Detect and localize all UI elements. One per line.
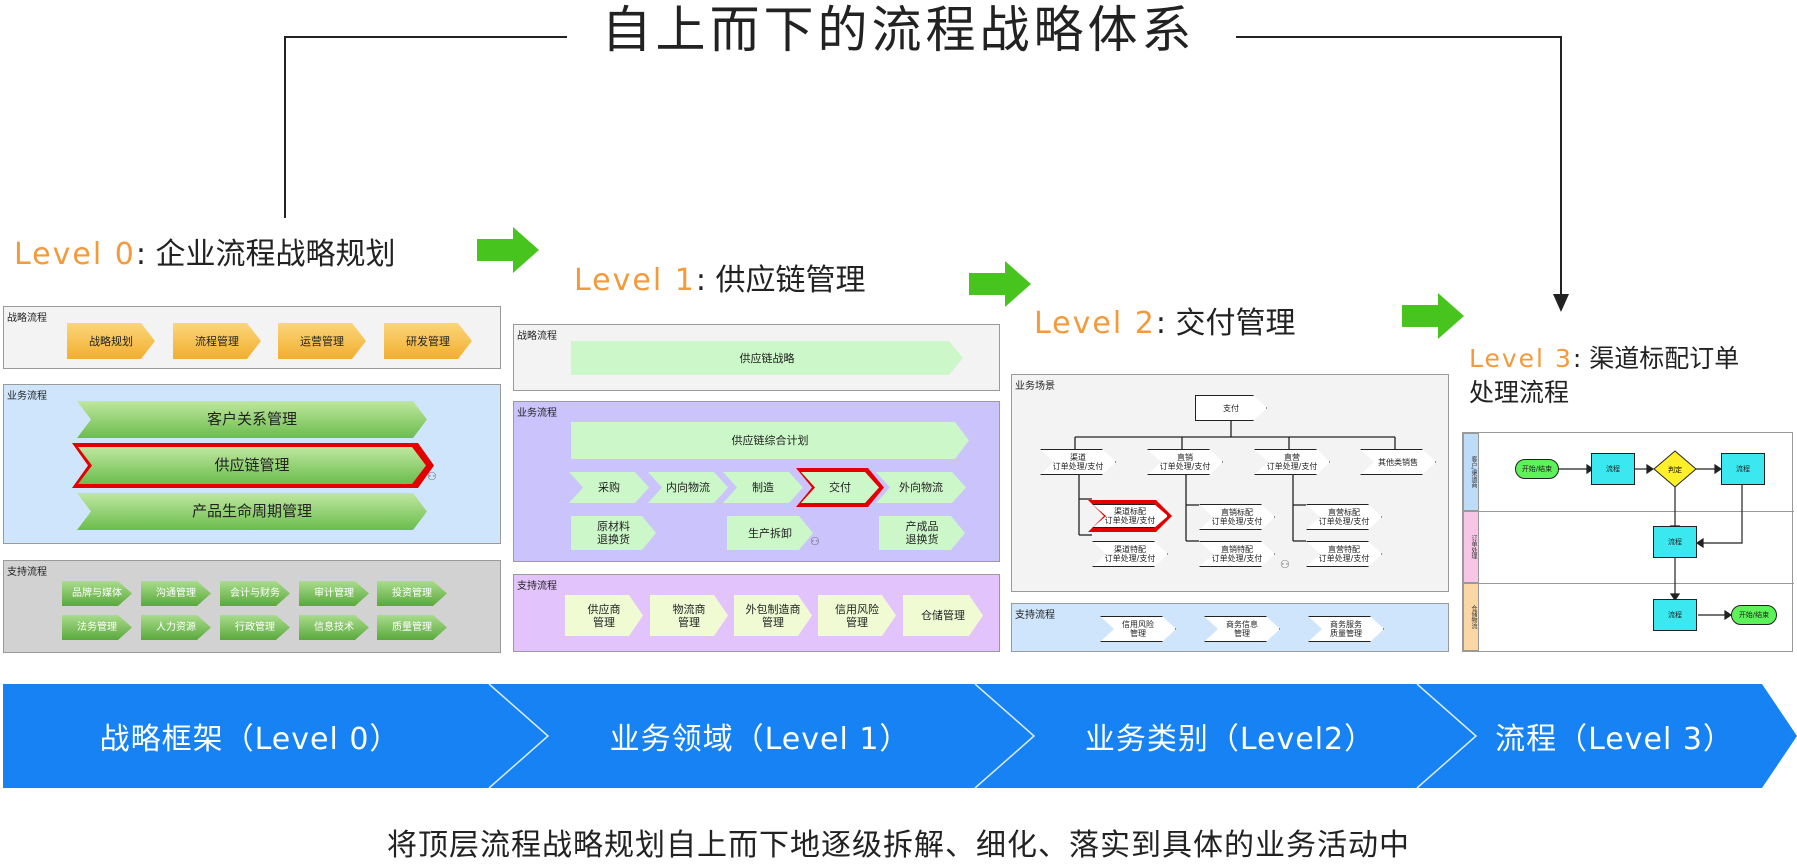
level3-swimlane: 客户/渠道商 订单处理 仓储物流 开始/结束 流程 判定 流程 流程 流程 开始… xyxy=(1462,432,1794,652)
connector-line-right xyxy=(1236,36,1562,38)
lane-divider xyxy=(1479,511,1794,512)
l2-node[interactable]: 直营特配 订单处理/支付 xyxy=(1306,541,1382,567)
l1-return-item[interactable]: 生产拆卸 xyxy=(727,516,813,550)
strategy-item[interactable]: 流程管理 xyxy=(173,323,261,359)
l1-flow-item[interactable]: 制造 xyxy=(723,472,803,503)
panel-label: 业务场景 xyxy=(1015,381,1055,392)
level3-heading: Level 3: 渠道标配订单 处理流程 xyxy=(1469,344,1740,407)
panel-label: 战略流程 xyxy=(7,313,47,324)
strategy-item[interactable]: 战略规划 xyxy=(67,323,155,359)
support-item[interactable]: 信息技术 xyxy=(299,615,369,640)
l3-end-node[interactable]: 开始/结束 xyxy=(1731,605,1777,625)
l1-support-item[interactable]: 供应商 管理 xyxy=(565,595,643,636)
level2-scene-panel: 业务场景 支付 渠道 订单处理/支付 直销 订单处理/支付 直营 订单处理/支付… xyxy=(1011,374,1449,592)
page-title: 自上而下的流程战略体系 xyxy=(601,1,1196,59)
connector-arrowhead xyxy=(1553,294,1569,312)
l1-flow-item[interactable]: 内向物流 xyxy=(648,472,728,503)
level1-support-panel: 支持流程 供应商 管理 物流商 管理 外包制造商 管理 信用风险 管理 仓储管理 xyxy=(513,574,1000,652)
l3-process-node[interactable]: 流程 xyxy=(1653,526,1697,558)
l3-process-node[interactable]: 流程 xyxy=(1591,453,1635,485)
l1-support-item[interactable]: 物流商 管理 xyxy=(650,595,728,636)
business-item-plm[interactable]: 产品生命周期管理 xyxy=(77,493,427,530)
person-icon: ⚇ xyxy=(427,470,437,483)
l1-flow-item[interactable]: 采购 xyxy=(569,472,649,503)
l1-strategy-item[interactable]: 供应链战略 xyxy=(571,341,963,375)
l1-flow-item[interactable]: 外向物流 xyxy=(876,472,966,503)
l3-process-node[interactable]: 流程 xyxy=(1721,453,1765,485)
support-item[interactable]: 审计管理 xyxy=(299,581,369,606)
l1-support-item[interactable]: 外包制造商 管理 xyxy=(734,595,812,636)
l3-process-node[interactable]: 流程 xyxy=(1653,599,1697,631)
level1-strategy-panel: 战略流程 供应链战略 xyxy=(513,324,1000,391)
l3-start-node[interactable]: 开始/结束 xyxy=(1515,459,1559,479)
business-item-scm[interactable]: 供应链管理 xyxy=(78,447,426,484)
support-item[interactable]: 法务管理 xyxy=(62,615,132,640)
strategy-item[interactable]: 运营管理 xyxy=(278,323,366,359)
l3-decision-label: 判定 xyxy=(1668,465,1682,474)
level-banner xyxy=(3,684,1797,788)
strategy-item[interactable]: 研发管理 xyxy=(384,323,472,359)
level0-strategy-panel: 战略流程 战略规划 流程管理 运营管理 研发管理 xyxy=(3,306,501,369)
level1-business-panel: 业务流程 供应链综合计划 采购 内向物流 制造 交付 外向物流 原材料 退换货 … xyxy=(513,401,1000,562)
l2-support-item[interactable]: 商务信息 管理 xyxy=(1204,616,1280,642)
banner-segment-level3: 流程（Level 3） xyxy=(1495,722,1734,757)
swimlane-label: 仓储物流 xyxy=(1463,583,1479,651)
green-arrow-icon xyxy=(969,261,1031,307)
connector-line-left-drop xyxy=(284,36,286,218)
footer-caption: 将顶层流程战略规划自上而下地逐级拆解、细化、落实到具体的业务活动中 xyxy=(387,828,1410,863)
connector-line-left xyxy=(284,36,567,38)
panel-label: 支持流程 xyxy=(517,581,557,592)
l1-support-item[interactable]: 信用风险 管理 xyxy=(818,595,896,636)
connector-line-right-drop xyxy=(1560,36,1562,298)
level3-flow-lines xyxy=(1547,463,1743,621)
level2-heading: Level 2: 交付管理 xyxy=(1034,306,1296,341)
panel-label: 业务流程 xyxy=(7,391,47,402)
l1-return-item[interactable]: 产成品 退换货 xyxy=(879,516,965,550)
support-item[interactable]: 品牌与媒体 xyxy=(62,581,132,606)
person-icon: ⚇ xyxy=(810,535,820,548)
person-icon: ⚇ xyxy=(1280,558,1290,571)
l1-return-item[interactable]: 原材料 退换货 xyxy=(571,516,656,550)
banner-segment-level2: 业务类别（Level2） xyxy=(1084,722,1376,757)
l1-plan-item[interactable]: 供应链综合计划 xyxy=(571,422,969,459)
panel-label: 业务流程 xyxy=(517,408,557,419)
level0-support-panel: 支持流程 品牌与媒体 沟通管理 会计与财务 审计管理 投资管理 法务管理 人力资… xyxy=(3,560,501,653)
l2-support-item[interactable]: 商务服务 质量管理 xyxy=(1308,616,1384,642)
l2-node[interactable]: 其他类销售 xyxy=(1360,449,1436,475)
l1-support-item[interactable]: 仓储管理 xyxy=(903,595,983,636)
panel-label: 战略流程 xyxy=(517,331,557,342)
level0-business-panel: 业务流程 客户关系管理 供应链管理 产品生命周期管理 ⚇ xyxy=(3,384,501,544)
l2-root-node[interactable]: 支付 xyxy=(1195,395,1267,421)
lane-divider xyxy=(1479,583,1794,584)
green-arrow-icon xyxy=(1402,293,1464,339)
banner-segment-level0: 战略框架（Level 0） xyxy=(99,722,401,757)
panel-label: 支持流程 xyxy=(1015,610,1055,621)
level0-heading: Level 0: 企业流程战略规划 xyxy=(14,237,396,272)
l2-support-item[interactable]: 信用风险 管理 xyxy=(1100,616,1176,642)
green-arrow-icon xyxy=(477,227,539,273)
level1-heading: Level 1: 供应链管理 xyxy=(574,263,866,298)
support-item[interactable]: 沟通管理 xyxy=(141,581,211,606)
support-item[interactable]: 投资管理 xyxy=(377,581,447,606)
business-item-crm[interactable]: 客户关系管理 xyxy=(77,401,427,438)
swimlane-label: 客户/渠道商 xyxy=(1463,433,1479,511)
support-item[interactable]: 质量管理 xyxy=(377,615,447,640)
swimlane-label: 订单处理 xyxy=(1463,511,1479,583)
level2-support-panel: 支持流程 信用风险 管理 商务信息 管理 商务服务 质量管理 xyxy=(1011,603,1449,652)
l3-decision-node[interactable]: 判定 xyxy=(1653,450,1697,488)
support-item[interactable]: 人力资源 xyxy=(141,615,211,640)
support-item[interactable]: 会计与财务 xyxy=(220,581,290,606)
panel-label: 支持流程 xyxy=(7,567,47,578)
banner-segment-level1: 业务领域（Level 1） xyxy=(609,722,911,757)
support-item[interactable]: 行政管理 xyxy=(220,615,290,640)
